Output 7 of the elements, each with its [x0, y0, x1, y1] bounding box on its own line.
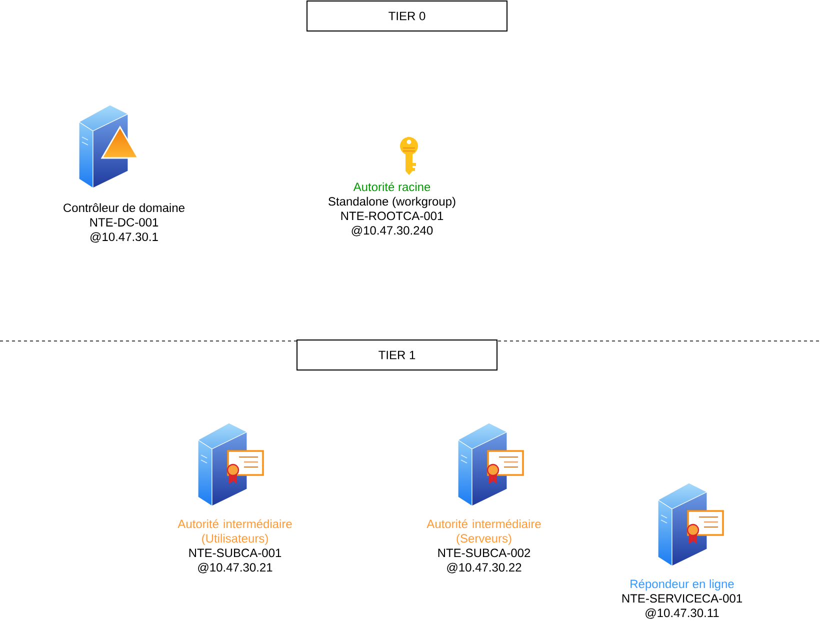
tier-box: TIER 1: [296, 340, 498, 370]
server-caption: Répondeur en ligne NTE-SERVICECA-001 @10.47.30.11: [622, 579, 742, 619]
tier-box: TIER 0: [306, 0, 508, 32]
server-caption: Autorité intermédiaire (Utilisateurs) NTE-SUBCA-001 @10.47.30.21: [178, 519, 292, 574]
server-caption: Autorité racine Standalone (workgroup) NTE-ROOTCA-001 @10.47.30.240: [328, 182, 456, 236]
server-caption: Contrôleur de domaine NTE-DC-001 @10.47.30.1: [64, 203, 184, 243]
server-caption: Autorité intermédiaire (Serveurs) NTE-SUBCA-002 @10.47.30.22: [426, 519, 541, 574]
